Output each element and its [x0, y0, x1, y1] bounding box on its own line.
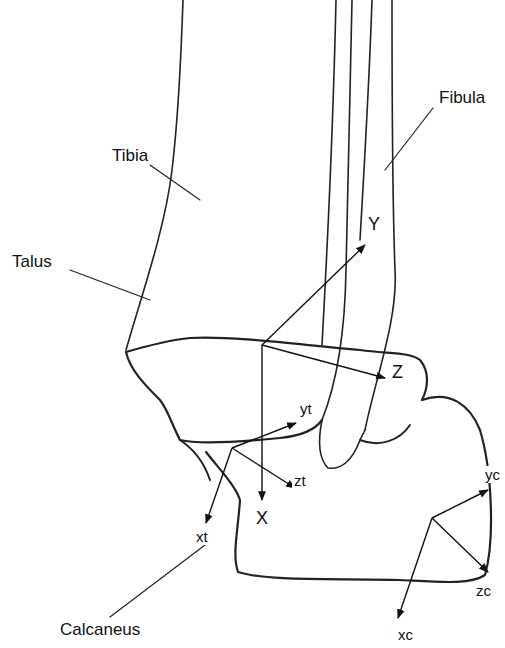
fibula-outline: [360, 0, 372, 240]
fibula-outline: [320, 420, 365, 468]
axis-label: yc: [483, 466, 502, 483]
axis-arrow: [398, 518, 432, 618]
talus-outline: [126, 352, 322, 443]
part-name: Talus: [10, 252, 54, 271]
leader-line: [150, 165, 200, 200]
axis-arrow: [261, 345, 262, 500]
leader-line: [110, 545, 205, 617]
part-name: Fibula: [437, 88, 487, 107]
axis-arrow: [232, 423, 296, 448]
axis-label: xt: [194, 528, 210, 545]
axis-label: Z: [390, 362, 405, 382]
axis-arrow: [262, 345, 385, 378]
axis-label: yt: [298, 400, 314, 417]
tibia-outline: [126, 0, 183, 350]
axis-arrow: [206, 448, 232, 523]
axis-arrow: [232, 448, 295, 488]
talus-outline: [126, 338, 427, 400]
leader-line: [385, 108, 433, 170]
talus-outline: [180, 440, 210, 480]
axis-label: zc: [474, 582, 493, 599]
axis-label: zt: [292, 472, 308, 489]
axis-label: X: [254, 508, 270, 528]
axis-arrow: [432, 490, 488, 518]
axis-label: xc: [396, 626, 415, 643]
axis-arrow: [262, 245, 365, 345]
part-name: Calcaneus: [58, 620, 142, 639]
fibula-outline: [322, 0, 352, 420]
part-name: Tibia: [110, 146, 150, 165]
calcaneus-outline: [206, 397, 491, 582]
calcaneus-outline: [360, 425, 410, 443]
axis-arrow: [432, 518, 488, 572]
tibia-outline: [322, 0, 336, 345]
leader-line: [70, 270, 150, 300]
axis-label: Y: [366, 214, 382, 234]
